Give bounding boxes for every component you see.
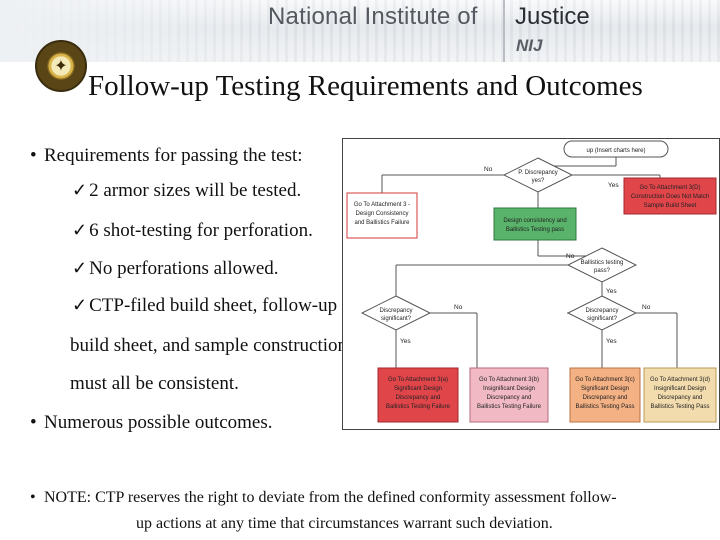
flow-no-label: No — [454, 304, 463, 311]
flow-bottom-box-1 — [377, 367, 459, 423]
flow-d2-line: Ballistics testing — [581, 260, 624, 266]
flow-bottom-text: Go To Attachment 3(c) — [575, 377, 635, 383]
flow-left-text: and Ballistics Failure — [354, 220, 410, 226]
flow-bottom-text: Ballistics Testing Failure — [477, 404, 542, 410]
flow-no-label: No — [642, 304, 651, 311]
checkmark-icon: ✓ — [72, 180, 88, 200]
check-item-continuation: build sheet, and sample construction — [70, 335, 348, 356]
flow-bottom-box-4 — [643, 367, 717, 423]
flowchart: up (Insert charts here) P. Discrepancy y… — [342, 138, 720, 430]
bullet-outcomes: •Numerous possible outcomes. — [30, 412, 273, 433]
flow-bottom-text: Insignificant Design — [483, 386, 535, 392]
flow-green-text: Ballistics Testing pass — [506, 227, 564, 233]
note-text: •NOTE: CTP reserves the right to deviate… — [30, 485, 710, 537]
check-item: ✓2 armor sizes will be tested. — [72, 180, 302, 201]
flow-bottom-box-2 — [469, 367, 549, 423]
flow-bottom-text: Insignificant Design — [654, 386, 706, 392]
flow-bottom-text: Ballistics Testing Pass — [651, 404, 710, 410]
slide-title: Follow-up Testing Requirements and Outco… — [88, 70, 643, 102]
flow-bottom-text: Significant Design — [581, 386, 629, 392]
flow-yes-label: Yes — [608, 182, 619, 189]
flow-yes-label: Yes — [400, 338, 411, 345]
org-abbreviation: NIJ — [516, 36, 543, 55]
org-name: National Institute of — [268, 3, 478, 30]
flow-green-box — [493, 207, 577, 241]
flow-red-box — [623, 177, 717, 215]
flow-yes-label: Yes — [606, 288, 617, 295]
banner-divider — [503, 0, 505, 62]
flow-start-text: up (Insert charts here) — [586, 148, 645, 154]
header-banner: National Institute of Justice NIJ — [0, 0, 720, 62]
flowchart-canvas: up (Insert charts here) P. Discrepancy y… — [342, 138, 720, 430]
flow-d3-line: significant? — [381, 316, 412, 322]
flow-bottom-text: Go To Attachment 3(d) — [650, 377, 710, 383]
flow-yes-label: Yes — [606, 338, 617, 345]
flow-d1-line: P. Discrepancy — [518, 170, 558, 176]
flow-bottom-text: Discrepancy and — [396, 395, 441, 401]
flow-green-text: Design consistency and — [503, 218, 566, 224]
flow-no-label: No — [566, 253, 575, 260]
bullet-icon: • — [30, 145, 37, 166]
flow-d4-line: Discrepancy — [585, 308, 618, 314]
flow-d3-line: Discrepancy — [379, 308, 412, 314]
flow-bottom-text: Go To Attachment 3(a) — [388, 377, 448, 383]
flow-d4-line: significant? — [587, 316, 618, 322]
flow-bottom-text: Discrepancy and — [658, 395, 703, 401]
flow-d2-line: pass? — [594, 268, 611, 274]
checkmark-icon: ✓ — [72, 295, 88, 315]
flow-bottom-text: Ballistics Testing Pass — [576, 404, 635, 410]
check-item: ✓CTP-filed build sheet, follow-up — [72, 295, 338, 316]
flow-bottom-text: Go To Attachment 3(b) — [479, 377, 539, 383]
flow-left-text: Go To Attachment 3 - — [354, 202, 410, 208]
org-name-justice: Justice — [515, 3, 590, 30]
eagle-icon: ✦ — [54, 58, 68, 75]
check-item: ✓No perforations allowed. — [72, 258, 279, 279]
checkmark-icon: ✓ — [72, 220, 88, 240]
flow-bottom-text: Discrepancy and — [487, 395, 532, 401]
bullet-icon: • — [30, 489, 36, 506]
bullet-icon: • — [30, 412, 37, 433]
flow-no-label: No — [484, 166, 493, 173]
flow-red-text: Go To Attachment 3(D) — [640, 185, 701, 191]
flow-red-text: Sample Build Sheet — [644, 203, 697, 209]
flow-d1-line: yes? — [532, 178, 545, 184]
flow-bottom-text: Discrepancy and — [583, 395, 628, 401]
check-item: ✓6 shot-testing for perforation. — [72, 220, 313, 241]
check-item-continuation: must all be consistent. — [70, 373, 239, 394]
flow-bottom-box-3 — [569, 367, 641, 423]
flow-bottom-text: Significant Design — [394, 386, 442, 392]
doj-seal-icon: ✦ — [35, 40, 87, 92]
flow-left-text: Design Consistency — [355, 211, 408, 217]
flow-bottom-text: Ballistics Testing Failure — [386, 404, 451, 410]
flow-red-text: Construction Does Not Match — [631, 194, 709, 200]
bullet-requirements: •Requirements for passing the test: — [30, 145, 303, 166]
flow-left-box — [346, 192, 418, 239]
checkmark-icon: ✓ — [72, 258, 88, 278]
